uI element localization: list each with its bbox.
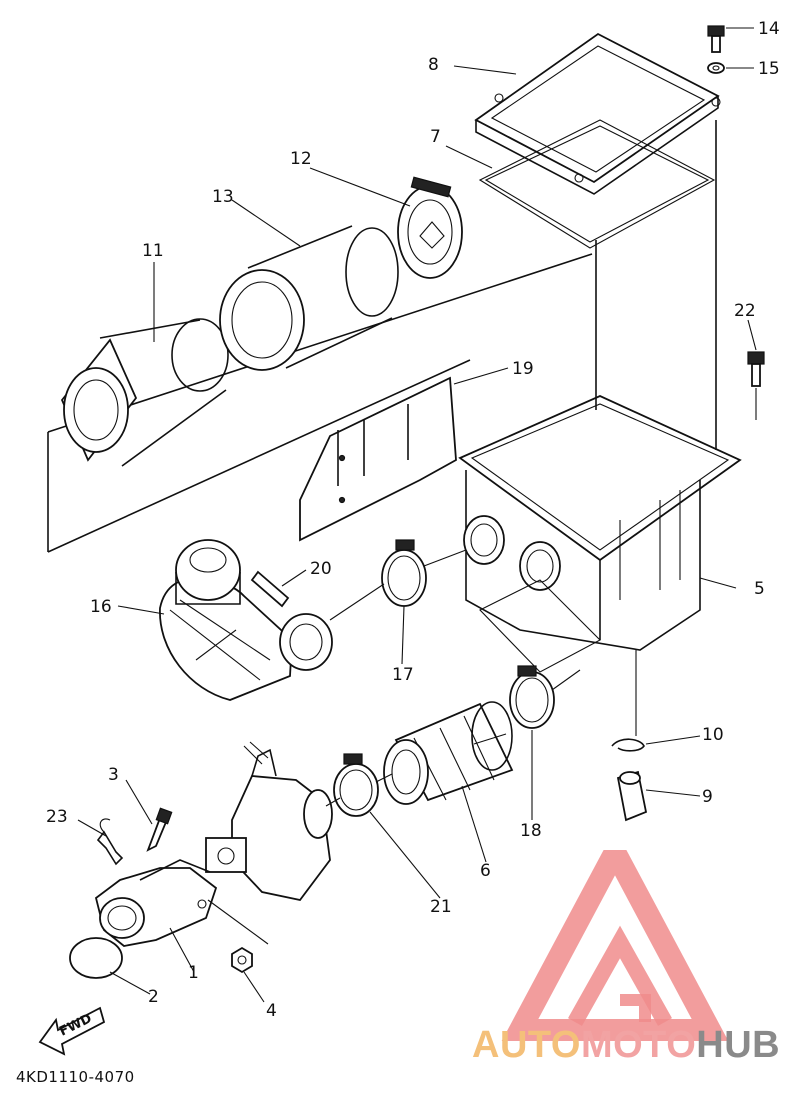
callout-10: 10 [702,725,724,745]
callout-23: 23 [46,807,68,827]
hose-band [96,818,124,866]
callout-22: 22 [734,301,756,321]
callout-15: 15 [758,59,780,79]
drain-plug [616,770,648,822]
callout-8: 8 [428,55,439,75]
watermark-part-auto: AUTO [472,1024,581,1066]
element-projection-panel [47,253,593,553]
leader-lines [77,27,757,1003]
intake-joint [159,539,333,701]
o-ring [69,937,123,979]
callout-3: 3 [108,765,119,785]
hose-clamp-21 [333,753,379,817]
callout-12: 12 [290,149,312,169]
hose-clamp-18 [509,665,555,729]
callout-13: 13 [212,187,234,207]
callout-9: 9 [702,787,713,807]
callout-20: 20 [310,559,332,579]
callout-labels: 1 2 3 4 5 6 7 8 9 10 11 12 13 14 15 16 1… [46,19,780,1021]
intake-manifold [94,859,218,947]
callout-1: 1 [188,963,199,983]
watermark-part-moto: MOTO [580,1024,697,1066]
washer-15 [707,62,725,74]
callout-5: 5 [754,579,765,599]
callout-4: 4 [266,1001,277,1021]
callout-2: 2 [148,987,159,1007]
seal-plate [299,376,457,542]
bolt-22 [747,351,765,387]
screw [146,807,173,852]
callout-11: 11 [142,241,164,261]
nut [231,946,253,974]
callout-16: 16 [90,597,112,617]
callout-7: 7 [430,127,441,147]
breather-hose [250,570,290,608]
fwd-arrow: FWD [38,1006,106,1056]
cover-gasket [478,119,716,249]
callout-6: 6 [480,861,491,881]
air-cleaner-case [458,120,742,673]
air-cleaner-cover [474,32,721,195]
hose-clamp-17 [381,539,427,607]
watermark-logo-icon [501,850,729,1041]
carburetor [205,741,333,901]
air-cleaner-element [219,225,399,371]
callout-17: 17 [392,665,414,685]
callout-18: 18 [520,821,542,841]
element-guide [60,318,229,467]
watermark-text: AUTOMOTOHUB [472,1024,780,1067]
drain-clip [611,738,645,752]
callout-21: 21 [430,897,452,917]
catalog-code: 4KD1110-4070 [16,1068,135,1086]
element-cap [397,176,463,279]
watermark-part-hub: HUB [696,1024,781,1066]
callout-14: 14 [758,19,780,39]
callout-19: 19 [512,359,534,379]
carburetor-joint [383,701,514,805]
screw-14 [707,25,725,53]
